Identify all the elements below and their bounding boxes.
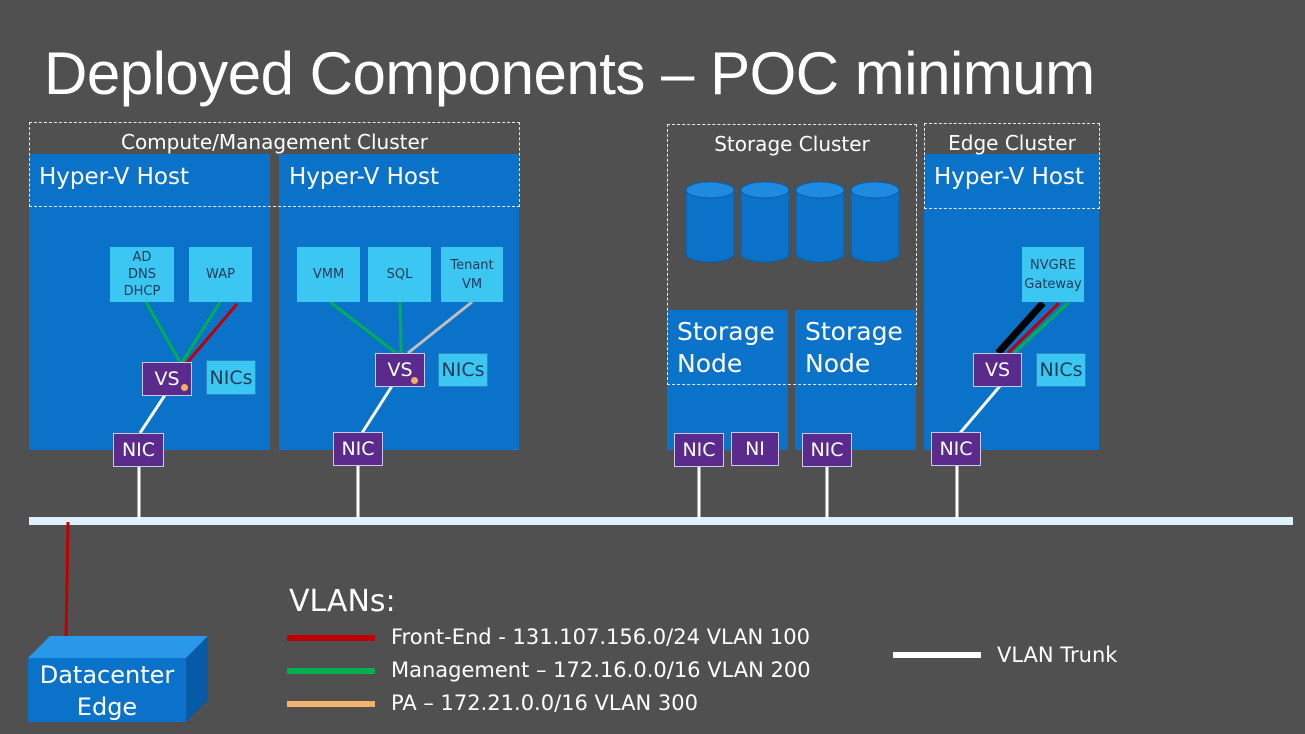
pa-dot-1 [181,384,188,391]
vm-nvgre-gateway: NVGRE Gateway [1022,247,1084,302]
hyperv-host-edge [924,154,1099,450]
storage-node-1 [667,310,788,450]
nics-box-3: NICs [1036,353,1086,387]
host1-title: Hyper-V Host [39,164,190,190]
datacenter-edge-label: Datacenter Edge [39,661,175,721]
nic-4: NIC [802,433,852,467]
legend-label-management: Management – 172.16.0.0/16 VLAN 200 [391,658,811,682]
legend-label-front-end: Front-End - 131.107.156.0/24 VLAN 100 [391,625,811,649]
legend-swatch-front-end [287,635,375,641]
storage-node-2-title: Storage Node [805,317,903,378]
storage-node-1-title: Storage Node [677,317,775,378]
vm-ad-dns-dhcp: AD DNS DHCP [110,247,174,302]
page-title: Deployed Components – POC minimum [44,40,1095,107]
virtual-switch-3: VS [973,353,1022,387]
nics-box-2: NICs [438,353,488,387]
vs2-label: VS [387,359,413,381]
vs3-label: VS [984,359,1011,381]
datacenter-edge-box [28,636,208,722]
storage-disks [685,181,900,263]
hyperv-host-2 [279,154,519,450]
compute-cluster-box [29,122,520,207]
nic-2: NIC [333,432,383,466]
host3-title: Hyper-V Host [934,164,1085,190]
host2-title: Hyper-V Host [289,164,440,190]
storage-node-2 [795,310,916,450]
edge-cluster-box [924,123,1100,209]
storage-cluster-label: Storage Cluster [714,132,870,156]
disk-icon [685,181,735,263]
legend-label-pa: PA – 172.21.0.0/16 VLAN 300 [391,691,698,715]
legend-swatch-pa [287,701,375,707]
nic-3b: NI [731,432,779,466]
disk-icon [850,181,900,263]
virtual-switch-2: VS [375,353,425,387]
storage-cluster-box [667,124,917,385]
disk-icon [795,181,845,263]
vm-vmm: VMM [297,247,360,302]
pa-dot-2 [411,377,418,384]
nic-1: NIC [113,433,164,467]
disk-icon [740,181,790,263]
nic-3: NIC [674,433,724,467]
hyperv-host-1 [29,154,270,450]
legend-swatch-trunk [893,652,981,658]
legend-label-trunk: VLAN Trunk [997,643,1118,667]
compute-cluster-label: Compute/Management Cluster [120,130,429,154]
vm-wap: WAP [189,247,252,302]
nic-5: NIC [931,432,981,466]
vs1-label: VS [154,368,180,390]
legend-swatch-management [287,668,375,674]
edge-cluster-label: Edge Cluster [948,131,1076,155]
vm-tenant: Tenant VM [441,247,503,302]
legend-heading: VLANs: [289,584,396,619]
nics-box-1: NICs [206,360,256,395]
vm-sql: SQL [368,247,431,302]
